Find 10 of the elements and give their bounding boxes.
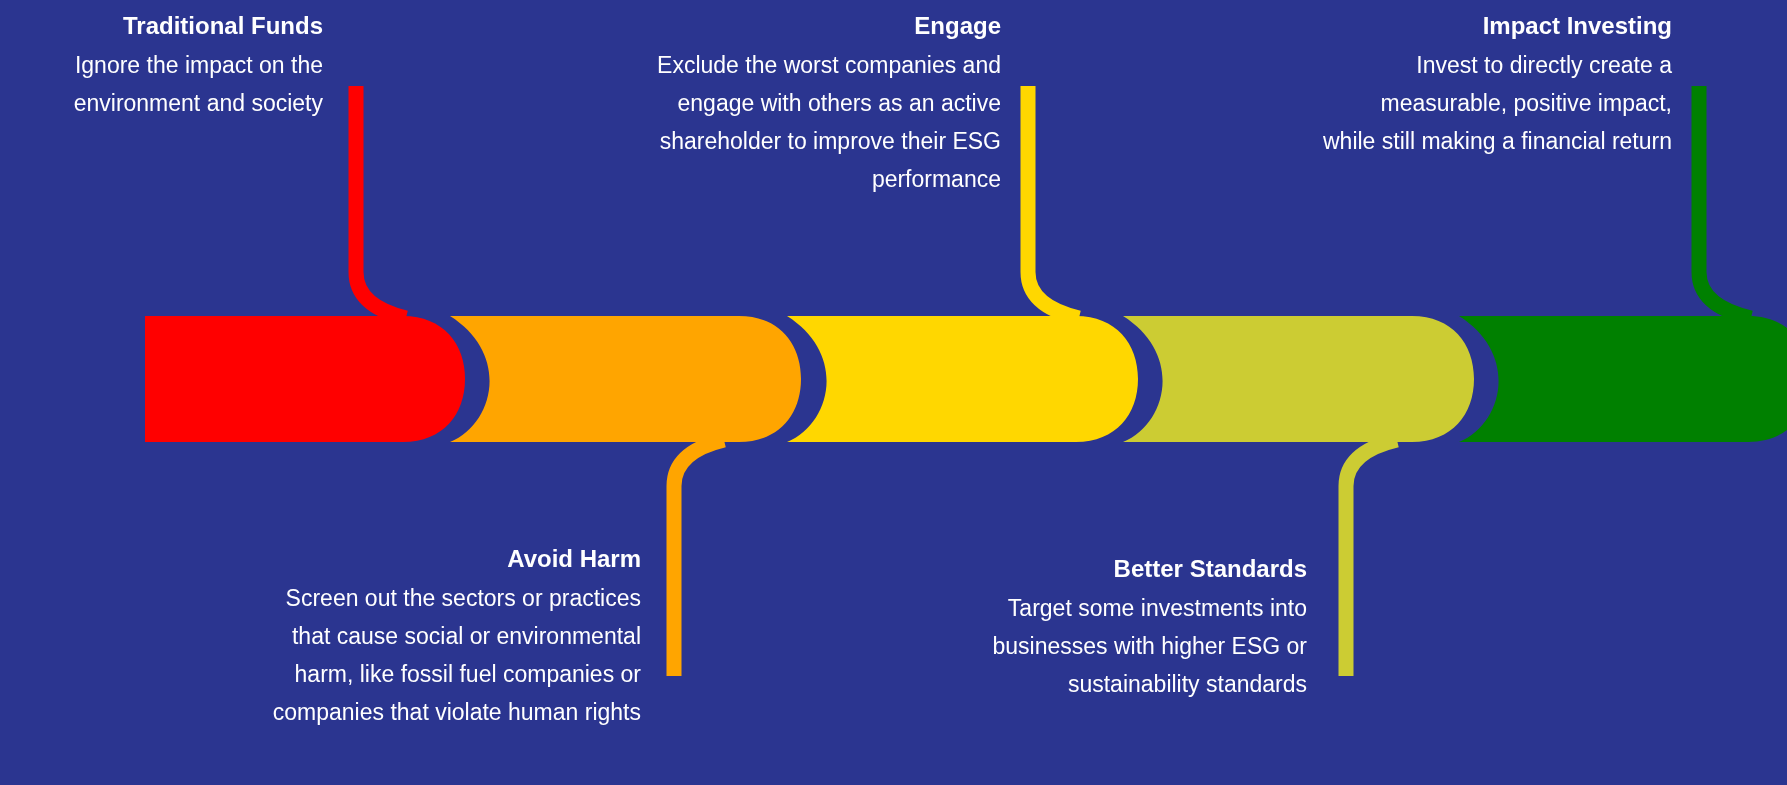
stage-heading: Engage — [913, 11, 1001, 41]
stage-description: Screen out the sectors or practices that cause social or environmental harm, like fossil fuel companies or companies that violate human rights — [271, 584, 641, 727]
stage-heading: Traditional Funds — [122, 11, 323, 41]
stage-description: Target some investments into businesses with higher ESG or sustainability standards — [991, 594, 1307, 699]
stage-description: Ignore the impact on the environment and society — [72, 51, 323, 118]
stage-heading: Avoid Harm — [506, 544, 641, 574]
stage-heading: Impact Investing — [1481, 11, 1672, 41]
stage-description: Invest to directly create a measurable, positive impact, while still making a financial return — [1322, 51, 1672, 156]
stage-heading: Better Standards — [1112, 554, 1307, 584]
stage-description: Exclude the worst companies and engage with others as an active shareholder to improve their ESG performance — [656, 51, 1001, 194]
